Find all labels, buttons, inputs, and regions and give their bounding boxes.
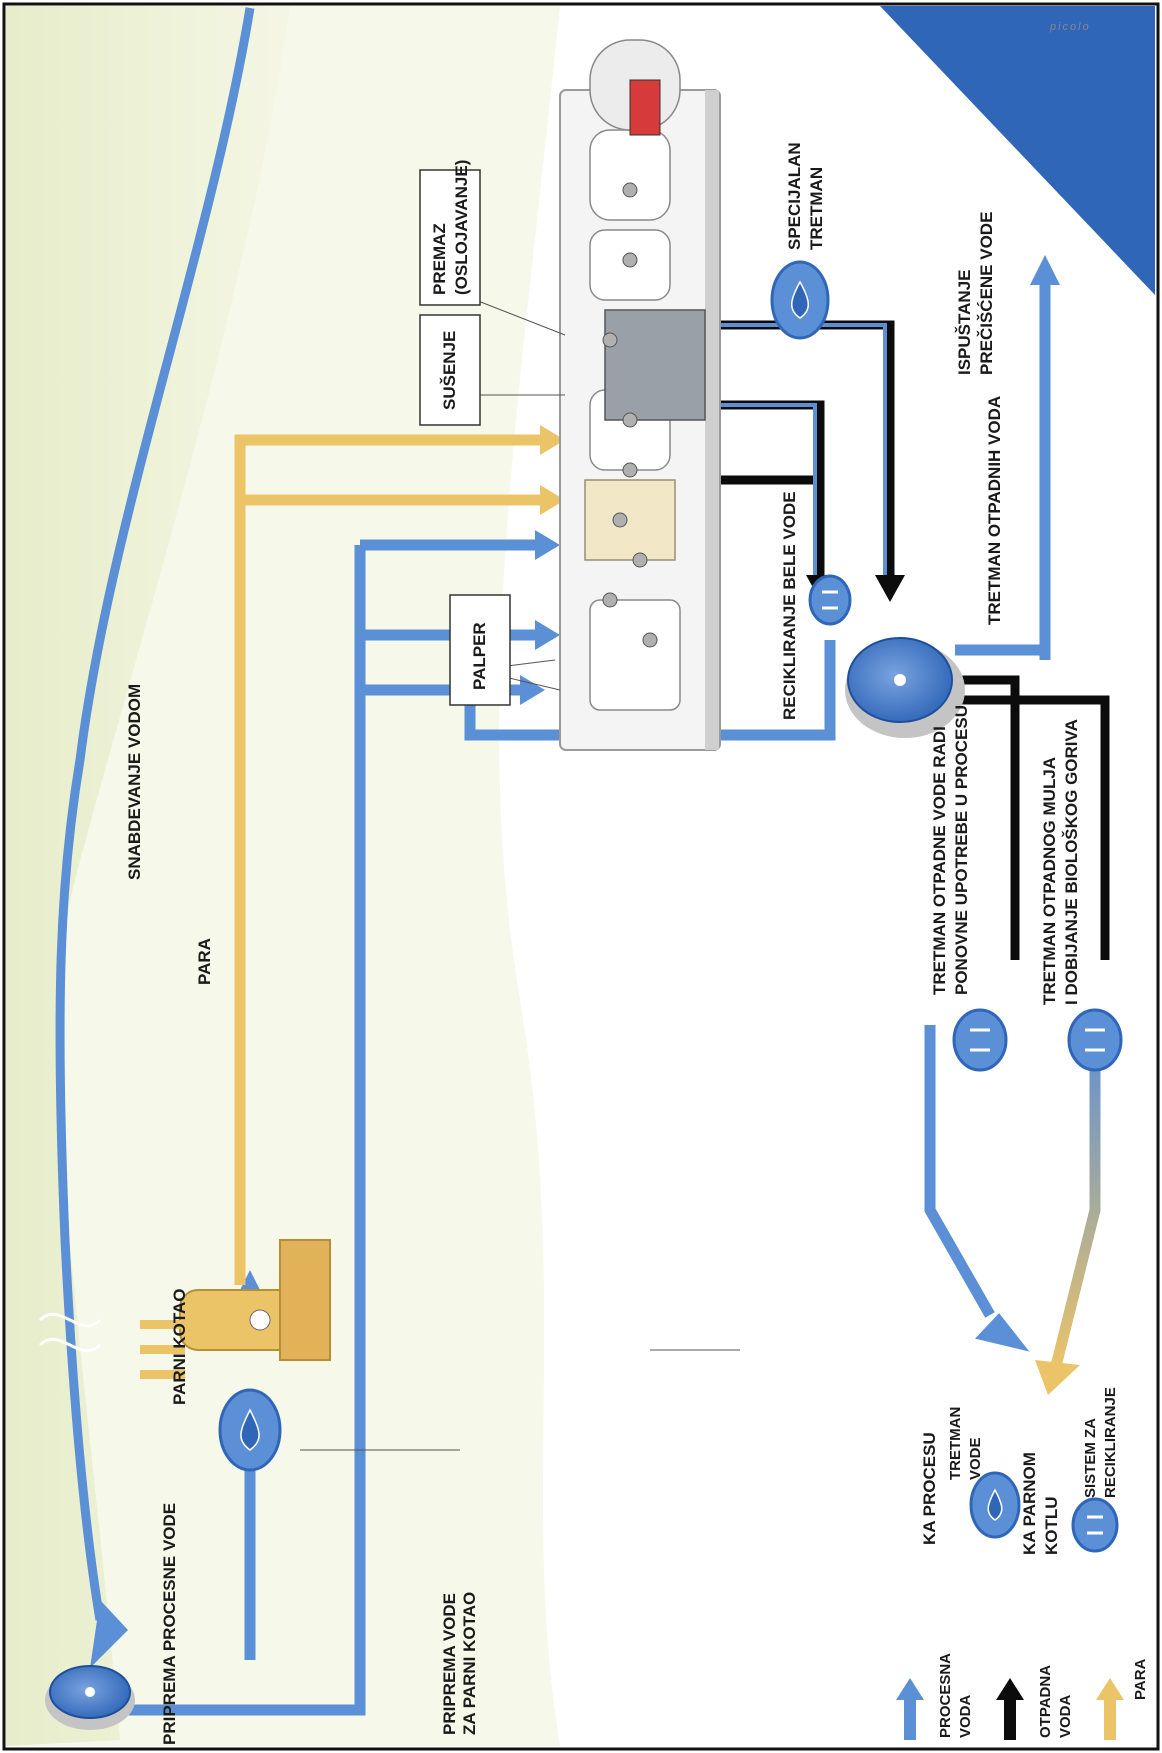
svg-text:PRIPREMA PROCESNE VODE: PRIPREMA PROCESNE VODE xyxy=(160,1503,179,1745)
river xyxy=(880,6,1155,295)
steam-puffs xyxy=(38,1312,102,1353)
label-discharge: ISPUŠTANJE PREČIŠĆENE VODE xyxy=(955,212,996,375)
svg-text:ZA PARNI KOTAO: ZA PARNI KOTAO xyxy=(460,1592,479,1735)
label-steam-boiler: PARNI KOTAO xyxy=(170,1289,189,1405)
legend: PROCESNA VODA OTPADNA VODA PARA TRETMAN xyxy=(896,1387,1149,1740)
label-process-water-prep: PRIPREMA PROCESNE VODE xyxy=(160,1503,179,1745)
svg-text:KA PARNOM: KA PARNOM xyxy=(1020,1452,1039,1555)
svg-text:PROCESNA: PROCESNA xyxy=(937,1653,954,1738)
svg-text:OTPADNA: OTPADNA xyxy=(1037,1665,1054,1738)
svg-text:SPECIJALAN: SPECIJALAN xyxy=(785,142,804,250)
watermark: picolo xyxy=(1049,21,1091,33)
svg-text:PRIPREMA VODE: PRIPREMA VODE xyxy=(440,1593,459,1735)
svg-text:RECIKLIRANJE BELE VODE: RECIKLIRANJE BELE VODE xyxy=(780,491,799,720)
svg-text:(OSLOJAVANJE): (OSLOJAVANJE) xyxy=(452,160,471,295)
svg-text:VODA: VODA xyxy=(1057,1694,1074,1738)
label-water-supply: SNABDEVANJE VODOM xyxy=(125,684,144,880)
process-water-prep-unit xyxy=(45,1665,135,1730)
label-palper: PALPER xyxy=(449,594,511,706)
svg-text:VODE: VODE xyxy=(967,1437,984,1480)
svg-text:PREMAZ: PREMAZ xyxy=(430,223,449,295)
sludge-arrowhead xyxy=(1035,1360,1080,1395)
label-para: PARA xyxy=(195,938,214,985)
svg-text:PARA: PARA xyxy=(1132,1658,1149,1700)
svg-text:SNABDEVANJE VODOM: SNABDEVANJE VODOM xyxy=(125,684,144,880)
svg-text:SUŠENJE: SUŠENJE xyxy=(440,331,459,410)
special-treatment-icon xyxy=(770,260,830,340)
label-special-treatment: SPECIJALAN TRETMAN xyxy=(785,142,826,250)
svg-text:SISTEM ZA: SISTEM ZA xyxy=(1082,1418,1099,1498)
svg-text:TRETMAN: TRETMAN xyxy=(807,167,826,250)
steam-pipes xyxy=(234,434,540,1285)
wastewater-treatment-unit xyxy=(845,637,965,738)
legend-recycling: SISTEM ZA RECIKLIRANJE xyxy=(1071,1387,1119,1553)
svg-text:VODA: VODA xyxy=(957,1694,974,1738)
legend-steam: PARA xyxy=(1096,1658,1149,1740)
sludge-recycling-icon xyxy=(1067,1008,1123,1072)
svg-text:ISPUŠTANJE: ISPUŠTANJE xyxy=(955,270,974,376)
legend-waste-water: OTPADNA VODA xyxy=(996,1665,1074,1740)
label-coating: PREMAZ (OSLOJAVANJE) xyxy=(419,160,481,306)
label-to-boiler: KA PARNOM KOTLU xyxy=(1020,1452,1061,1555)
press-section xyxy=(584,479,676,561)
svg-text:TRETMAN OTPADNIH VODA: TRETMAN OTPADNIH VODA xyxy=(985,396,1004,625)
legend-water-treatment: TRETMAN VODE xyxy=(947,1407,1021,1539)
label-sludge-treatment: TRETMAN OTPADNOG MULJA I DOBIJANJE BIOLO… xyxy=(1040,719,1081,1005)
label-drying: SUŠENJE xyxy=(419,314,481,426)
svg-text:TRETMAN OTPADNE VODE RADI: TRETMAN OTPADNE VODE RADI xyxy=(930,726,949,995)
svg-text:RECIKLIRANJE: RECIKLIRANJE xyxy=(1102,1387,1119,1498)
water-supply-stream xyxy=(55,7,255,1621)
svg-text:PARNI KOTAO: PARNI KOTAO xyxy=(170,1289,189,1405)
svg-text:PALPER: PALPER xyxy=(470,622,489,690)
sludge-to-boiler-line xyxy=(1049,1025,1101,1372)
svg-text:KA PROCESU: KA PROCESU xyxy=(920,1432,939,1545)
water-supply-arrowhead xyxy=(90,1600,128,1668)
roll-cart xyxy=(629,79,661,136)
svg-text:PARA: PARA xyxy=(195,938,214,985)
svg-text:TRETMAN OTPADNOG MULJA: TRETMAN OTPADNOG MULJA xyxy=(1040,757,1059,1005)
waste-water-pipe-highlights xyxy=(700,323,887,575)
label-reuse-treatment: TRETMAN OTPADNE VODE RADI PONOVNE UPOTRE… xyxy=(930,705,971,995)
svg-text:PREČIŠĆENE VODE: PREČIŠĆENE VODE xyxy=(977,212,996,375)
label-boiler-water-prep: PRIPREMA VODE ZA PARNI KOTAO xyxy=(440,1592,479,1735)
svg-text:I DOBIJANJE BIOLOŠKOG GORIVA: I DOBIJANJE BIOLOŠKOG GORIVA xyxy=(1062,719,1081,1005)
legend-process-water: PROCESNA VODA xyxy=(896,1653,974,1740)
white-water-recycling-icon xyxy=(808,574,852,626)
reuse-recycling-icon xyxy=(952,1008,1008,1072)
paper-machine xyxy=(559,39,721,751)
dryer-box xyxy=(604,309,706,421)
steam-arrowheads xyxy=(540,425,565,515)
svg-text:KOTLU: KOTLU xyxy=(1042,1496,1061,1555)
svg-text:TRETMAN: TRETMAN xyxy=(947,1407,964,1480)
label-wastewater-treatment: TRETMAN OTPADNIH VODA xyxy=(985,396,1004,625)
label-white-water-recycling: RECIKLIRANJE BELE VODE xyxy=(780,491,799,720)
steam-boiler-unit xyxy=(140,1239,331,1379)
svg-text:PONOVNE UPOTREBE U PROCESU: PONOVNE UPOTREBE U PROCESU xyxy=(952,705,971,995)
boiler-water-treatment-icon xyxy=(218,1388,282,1472)
label-to-process: KA PROCESU xyxy=(920,1432,939,1545)
